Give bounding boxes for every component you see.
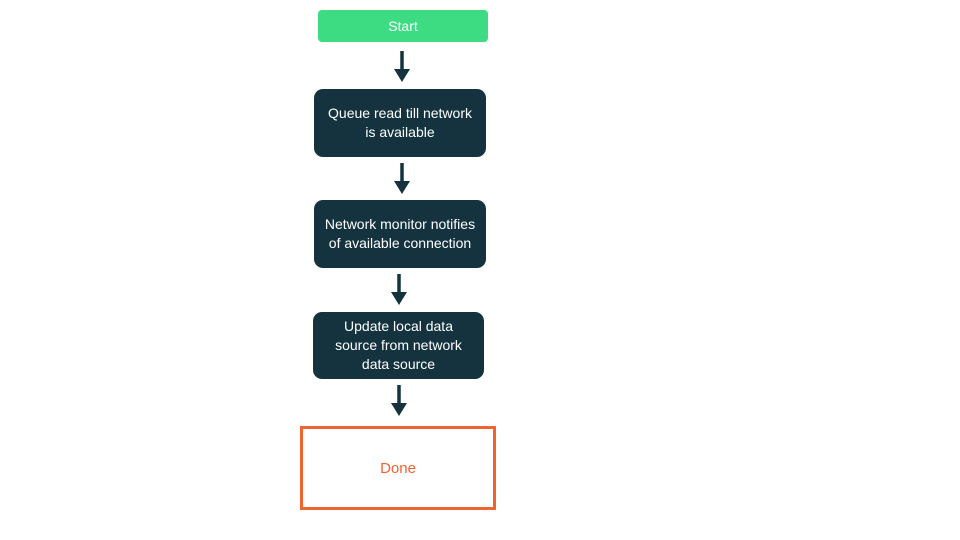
node-queue-read-label: Queue read till network is available [328, 105, 472, 140]
node-done-label: Done [380, 459, 416, 477]
node-start-label: Start [388, 18, 418, 34]
node-network-monitor-label: Network monitor notifies of available co… [324, 216, 476, 251]
node-network-monitor: Network monitor notifies of available co… [314, 200, 486, 268]
node-queue-read: Queue read till network is available [314, 89, 486, 157]
node-update-local-data-label: Update local data source from network da… [335, 318, 462, 372]
node-update-local-data: Update local data source from network da… [313, 312, 484, 379]
arrow-down-icon [394, 51, 410, 82]
arrow-down-icon [391, 274, 407, 305]
arrow-down-icon [394, 163, 410, 194]
arrow-down-icon [391, 385, 407, 416]
node-start: Start [318, 10, 488, 42]
node-done: Done [300, 426, 496, 510]
